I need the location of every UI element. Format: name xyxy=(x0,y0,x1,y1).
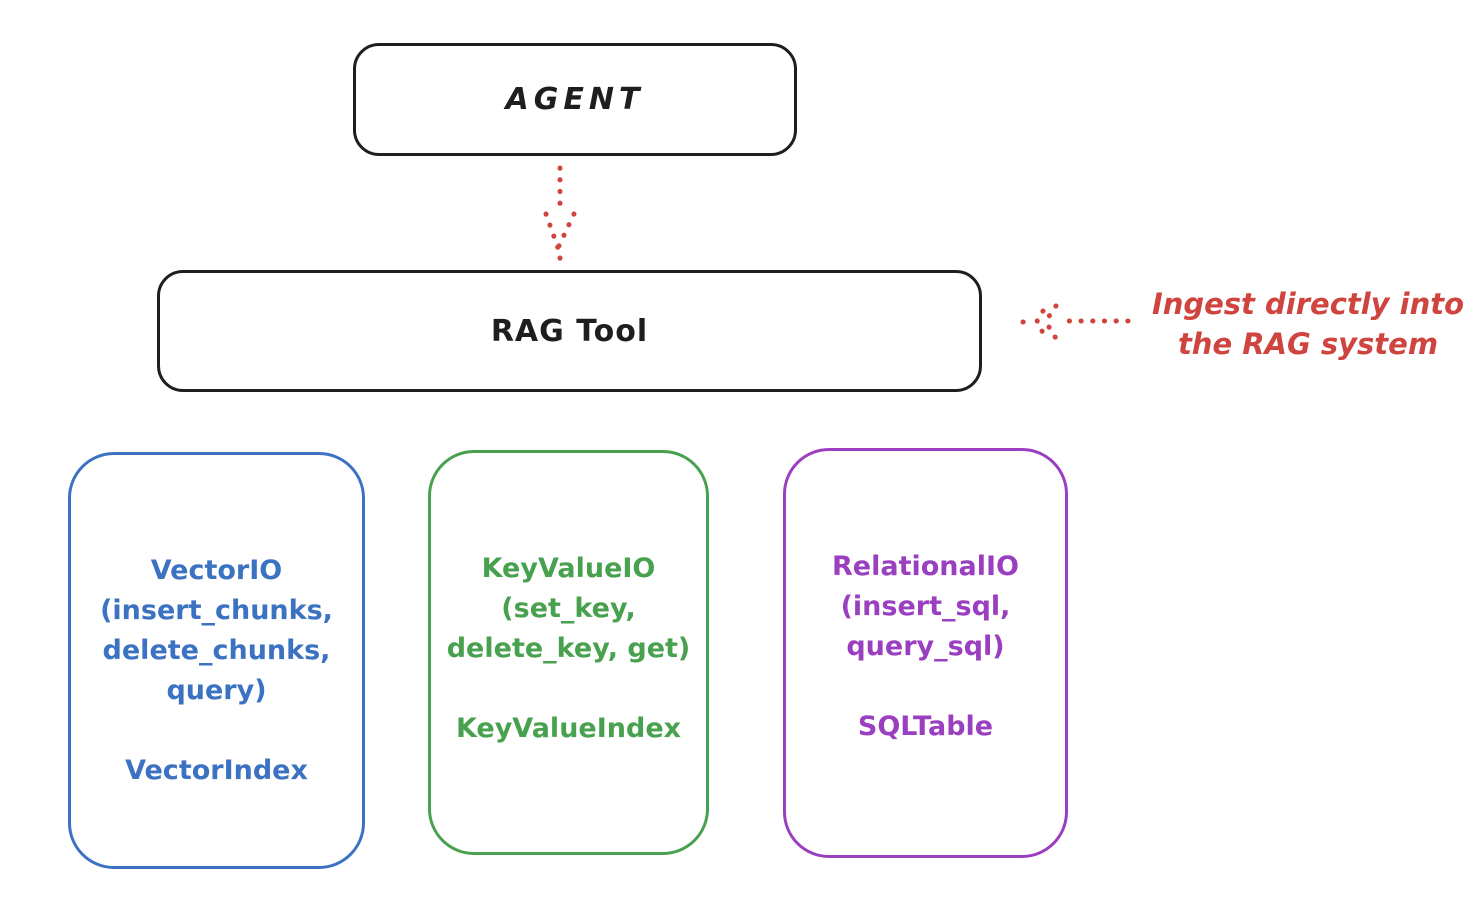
store-line: query) xyxy=(166,675,267,706)
ingest-annotation: Ingest directly into the RAG system xyxy=(1142,284,1474,364)
store-line: VectorIO xyxy=(150,555,283,586)
ingest-annotation-line2: the RAG system xyxy=(1177,327,1439,361)
store-vector-io: VectorIO (insert_chunks, delete_chunks, … xyxy=(68,452,365,869)
rag-tool-node-label: RAG Tool xyxy=(490,313,649,349)
store-line: delete_chunks, xyxy=(102,635,331,666)
ingest-annotation-line1: Ingest directly into xyxy=(1151,287,1465,321)
ingest-annotation-arrow xyxy=(1020,303,1131,342)
store-relational-io: RelationalIO (insert_sql, query_sql) SQL… xyxy=(783,448,1068,858)
store-keyvalue-io-methods: KeyValueIO (set_key, delete_key, get) xyxy=(431,549,706,669)
store-line: (insert_chunks, xyxy=(100,595,333,626)
agent-node-label: AGENT xyxy=(505,82,645,117)
store-relational-io-methods: RelationalIO (insert_sql, query_sql) xyxy=(786,547,1065,667)
store-keyvalue-io: KeyValueIO (set_key, delete_key, get) Ke… xyxy=(428,450,709,855)
store-line: delete_key, get) xyxy=(446,633,691,664)
agent-node: AGENT xyxy=(353,43,797,156)
store-line: RelationalIO xyxy=(832,551,1019,582)
rag-tool-node: RAG Tool xyxy=(157,270,982,392)
store-relational-index-label: SQLTable xyxy=(857,711,994,742)
store-line: query_sql) xyxy=(846,631,1005,662)
store-line: (set_key, xyxy=(501,593,636,624)
agent-to-rag-tool-arrow xyxy=(543,165,577,261)
store-vector-index-label: VectorIndex xyxy=(125,755,308,786)
store-vector-io-methods: VectorIO (insert_chunks, delete_chunks, … xyxy=(71,551,362,711)
store-line: (insert_sql, xyxy=(840,591,1011,622)
store-keyvalue-index-label: KeyValueIndex xyxy=(455,713,682,744)
store-line: KeyValueIO xyxy=(481,553,656,584)
